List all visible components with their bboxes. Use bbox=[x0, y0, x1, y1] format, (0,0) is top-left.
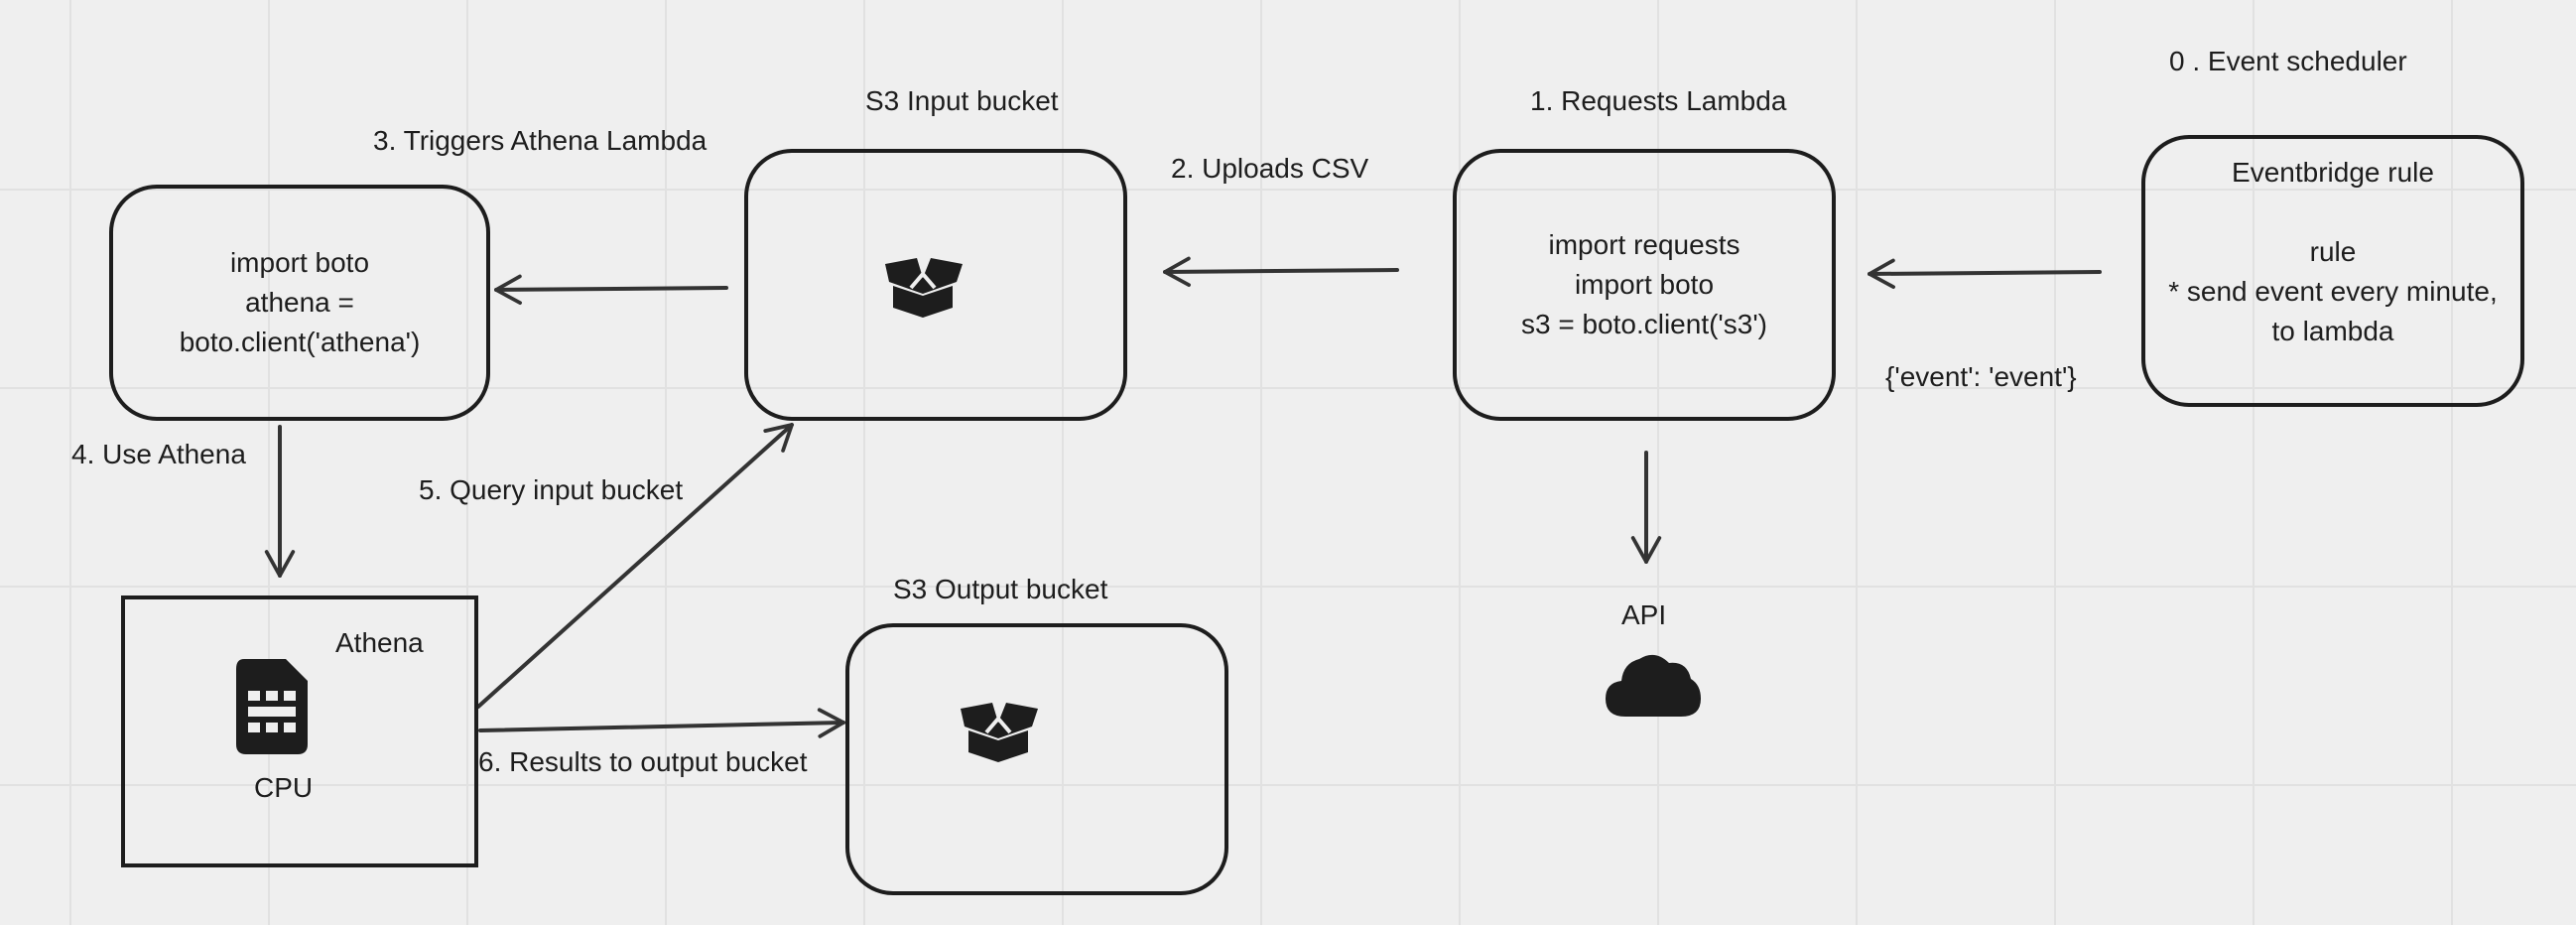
use-athena-label: 4. Use Athena bbox=[71, 439, 246, 469]
box-icon bbox=[873, 248, 972, 320]
cpu-icon-label: CPU bbox=[254, 772, 314, 803]
edge-athena-to-input-bucket bbox=[476, 423, 794, 709]
s3-input-bucket-label: S3 Input bucket bbox=[865, 85, 1059, 116]
event-payload-label: {'event': 'event'} bbox=[1885, 361, 2077, 392]
cpu-chip-icon bbox=[234, 659, 310, 754]
s3-input-bucket-node[interactable] bbox=[744, 149, 1127, 421]
athena-lambda-code: import boto athena = boto.client('athena… bbox=[179, 247, 421, 357]
requests-lambda-node[interactable]: import requests import boto s3 = boto.cl… bbox=[1453, 149, 1836, 421]
edge-input-bucket-to-athena-lambda bbox=[494, 274, 728, 305]
triggers-athena-lambda-label: 3. Triggers Athena Lambda bbox=[373, 125, 708, 156]
eventbridge-rule-node[interactable]: Eventbridge rule rule * send event every… bbox=[2141, 135, 2524, 407]
eventbridge-rule-text: Eventbridge rule rule * send event every… bbox=[2168, 157, 2498, 346]
cloud-icon bbox=[1604, 645, 1703, 721]
athena-lambda-node[interactable]: import boto athena = boto.client('athena… bbox=[109, 185, 490, 421]
requests-lambda-code: import requests import boto s3 = boto.cl… bbox=[1520, 229, 1768, 339]
requests-lambda-label: 1. Requests Lambda bbox=[1530, 85, 1787, 116]
athena-node[interactable]: Athena CPU bbox=[121, 595, 478, 867]
event-scheduler-label: 0 . Event scheduler bbox=[2169, 46, 2407, 76]
edge-athena-to-output-bucket bbox=[478, 708, 845, 738]
query-input-bucket-label: 5. Query input bucket bbox=[419, 474, 684, 505]
box-icon bbox=[949, 693, 1048, 764]
edge-requests-lambda-to-input-bucket bbox=[1163, 256, 1399, 287]
edge-eventbridge-to-requests-lambda bbox=[1868, 258, 2102, 289]
athena-title: Athena bbox=[335, 627, 424, 658]
s3-output-bucket-node[interactable] bbox=[845, 623, 1228, 895]
s3-output-bucket-label: S3 Output bucket bbox=[893, 574, 1108, 604]
results-to-output-bucket-label: 6. Results to output bucket bbox=[478, 746, 808, 777]
api-label: API bbox=[1621, 599, 1667, 630]
uploads-csv-label: 2. Uploads CSV bbox=[1171, 153, 1369, 184]
